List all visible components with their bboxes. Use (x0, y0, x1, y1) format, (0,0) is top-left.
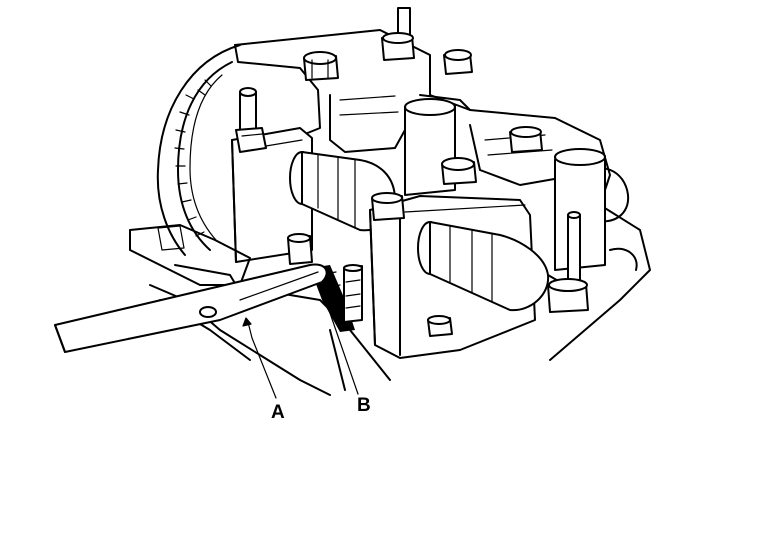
callout-label-a: A (271, 402, 285, 423)
camshaft-holder-right (547, 148, 606, 313)
feeler-gauge-tool (54, 263, 328, 353)
camshaft-pulley (156, 44, 241, 256)
leader-lines (242, 289, 359, 399)
camshaft-right (417, 221, 561, 312)
head-bolts-top (303, 7, 473, 81)
callout-label-b: B (357, 395, 371, 416)
